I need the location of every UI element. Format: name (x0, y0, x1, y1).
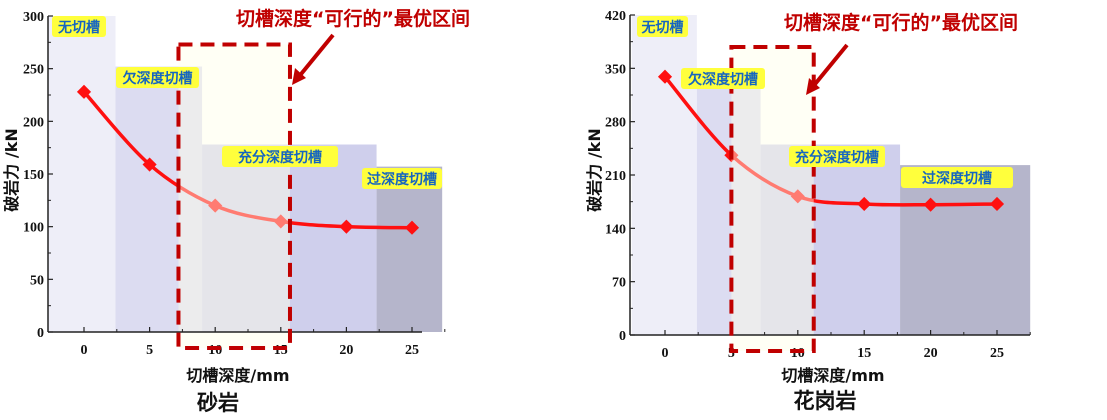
zone-label-bg (116, 67, 199, 88)
rock-type-label: 砂岩 (197, 391, 239, 415)
x-tick-label: 20 (924, 346, 938, 361)
y-tick-label: 210 (605, 169, 626, 184)
optimal-range-fill (731, 47, 814, 351)
y-axis-title: 破岩力 /kN (2, 128, 21, 211)
optimal-range-fill (178, 44, 290, 348)
x-tick-label: 10 (791, 346, 805, 361)
y-tick-label: 300 (23, 10, 44, 25)
zone-label-bg (789, 146, 885, 167)
optimal-range-box (729, 45, 816, 353)
zone-label: 无切槽 (57, 19, 100, 36)
zone-region (760, 144, 901, 335)
chart-sandstone: 0 50 100 150 200 250 300 0 5 10 15 20 25 无切槽欠深度切槽充分深度… (2, 7, 470, 415)
zone-region (696, 77, 761, 335)
zone-region (48, 16, 116, 332)
zone-label-bg (637, 16, 688, 37)
zone-label-bg (222, 146, 338, 167)
chart-granite: 0 70 140 210 280 350 420 0 5 10 15 20 25 无切槽欠深度切槽充分深度… (585, 9, 1031, 413)
y-tick-label: 280 (605, 116, 626, 131)
data-point (989, 196, 1005, 212)
x-tick-label: 0 (662, 346, 669, 361)
zone-label-bg (901, 167, 1013, 188)
zone-label: 无切槽 (641, 19, 684, 36)
zone-region (631, 15, 697, 335)
data-point (208, 198, 223, 213)
x-tick-label: 5 (146, 343, 153, 358)
y-tick-label: 250 (23, 63, 44, 78)
data-point (790, 189, 805, 204)
y-tick-label: 350 (605, 62, 626, 77)
zone-region (376, 166, 443, 332)
zone-label: 过深度切槽 (367, 171, 437, 188)
chart-annotation-title: 切槽深度“可行的”最优区间 (236, 7, 470, 30)
y-tick-label: 70 (612, 276, 626, 291)
zone-label: 充分深度切槽 (795, 149, 879, 166)
y-tick-label: 140 (605, 222, 626, 237)
arrow-icon (295, 33, 335, 81)
x-tick-label: 15 (857, 346, 871, 361)
data-point (273, 214, 288, 229)
data-point (404, 220, 420, 235)
zone-label-bg (681, 68, 765, 89)
zone-label: 欠深度切槽 (688, 71, 758, 88)
arrow-icon (809, 43, 849, 91)
rock-type-label: 花岗岩 (794, 389, 857, 413)
zone-label-bg (362, 168, 442, 189)
y-tick-label: 100 (23, 221, 44, 236)
data-point (923, 197, 938, 212)
y-tick-label: 150 (23, 168, 44, 183)
x-tick-label: 15 (274, 343, 288, 358)
data-point (142, 157, 157, 172)
y-tick-label: 50 (30, 273, 44, 288)
zone-label: 过深度切槽 (922, 170, 992, 187)
x-tick-label: 5 (728, 346, 735, 361)
zone-label-bg (52, 16, 106, 37)
data-point (657, 69, 673, 84)
x-tick-label: 20 (339, 343, 353, 358)
x-axis-title: 切槽深度/mm (186, 366, 289, 385)
optimal-range-box (176, 42, 292, 350)
x-axis-title: 切槽深度/mm (781, 366, 884, 385)
y-tick-label: 420 (605, 9, 626, 24)
x-tick-label: 0 (81, 343, 88, 358)
y-tick-label: 0 (619, 329, 626, 344)
x-tick-label: 25 (990, 346, 1004, 361)
zone-region (115, 66, 203, 332)
y-axis-title: 破岩力 /kN (585, 128, 604, 211)
arrow-head-icon (292, 68, 306, 85)
arrow-head-icon (806, 78, 820, 95)
zone-region (900, 165, 1031, 335)
data-point (339, 219, 354, 234)
chart-annotation-title: 切槽深度“可行的”最优区间 (784, 11, 1018, 34)
y-tick-label: 200 (23, 115, 44, 130)
x-tick-label: 10 (208, 343, 222, 358)
y-tick-label: 0 (37, 326, 44, 341)
zone-label: 欠深度切槽 (123, 70, 193, 87)
zone-label: 充分深度切槽 (238, 149, 322, 166)
x-tick-label: 25 (405, 343, 419, 358)
data-point (857, 196, 872, 212)
